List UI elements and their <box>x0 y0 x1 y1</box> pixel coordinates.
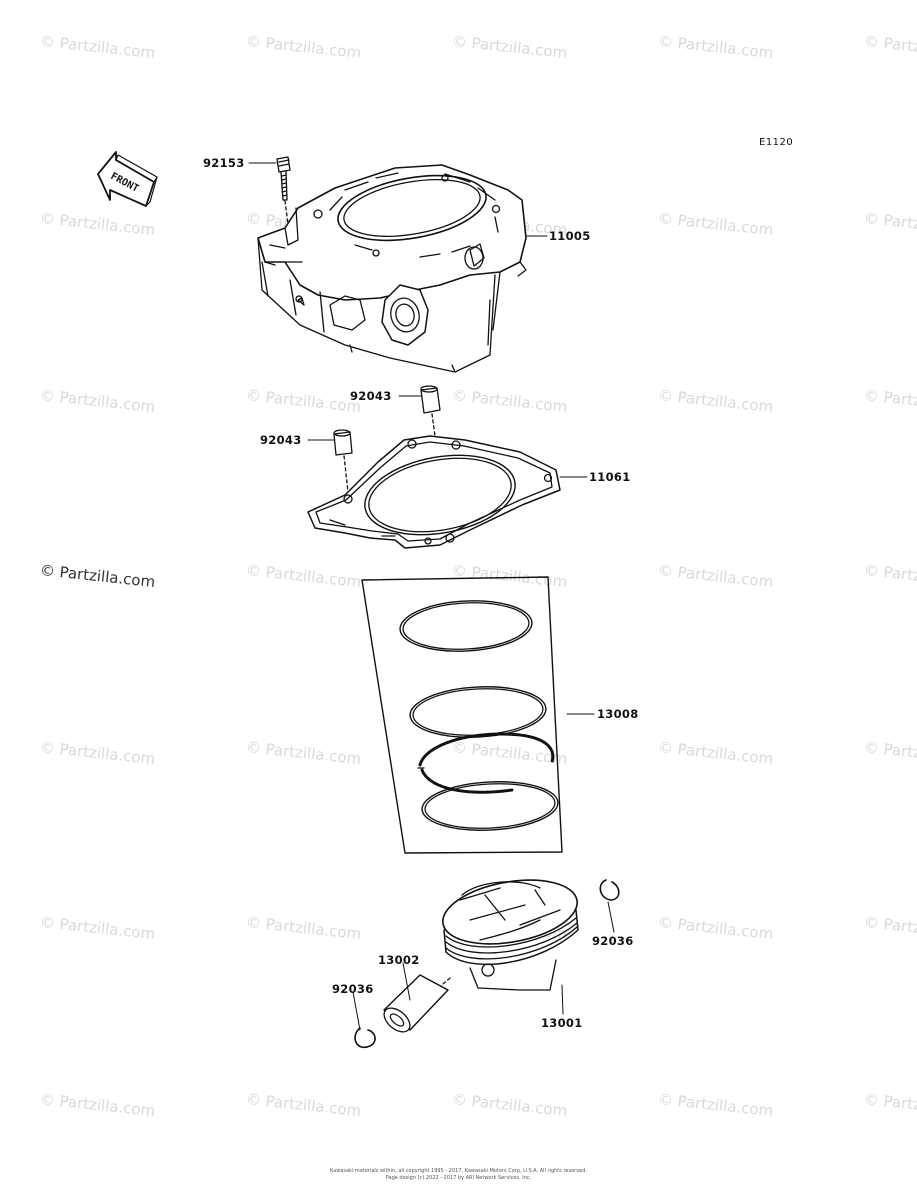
cylinder-bolt <box>277 157 290 232</box>
piston-ring-set <box>362 577 562 853</box>
callout-13008: 13008 <box>597 707 639 721</box>
callout-13001: 13001 <box>541 1016 583 1030</box>
callout-92036-right: 92036 <box>592 934 634 948</box>
front-arrow-icon: FRONT <box>98 152 157 206</box>
diagram-code: E1120 <box>759 137 794 148</box>
callout-92043-upper: 92043 <box>350 389 392 403</box>
callout-11005: 11005 <box>549 229 591 243</box>
head-gasket <box>308 436 560 548</box>
piston-pin <box>380 975 448 1037</box>
piston-pin-clip-left <box>355 1028 375 1047</box>
callout-92036-left: 92036 <box>332 982 374 996</box>
copyright-line-2: Page design (c) 2022 - 2017 by ARI Netwo… <box>385 1175 532 1181</box>
callout-13002: 13002 <box>378 953 420 967</box>
cylinder-block <box>258 165 526 372</box>
dowel-pin-left <box>334 430 352 492</box>
copyright-line-1: Kawasaki materials within, all copyright… <box>329 1168 588 1174</box>
piston <box>430 871 582 995</box>
callout-92043-left: 92043 <box>260 433 302 447</box>
callout-92153: 92153 <box>203 156 245 170</box>
piston-pin-clip-right <box>600 880 618 900</box>
leader-lines <box>249 163 614 1030</box>
callout-11061: 11061 <box>589 470 631 484</box>
